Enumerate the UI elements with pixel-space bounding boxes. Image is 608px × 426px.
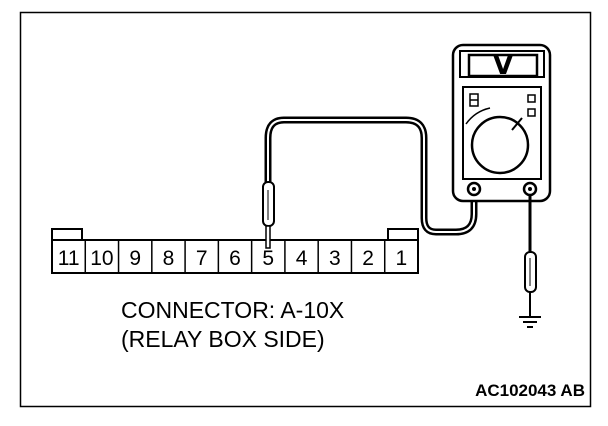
pin-number-7: 7 <box>196 247 208 270</box>
pin-number-9: 9 <box>129 247 141 270</box>
connector-body <box>51 239 419 274</box>
range-selector-pointer <box>511 117 523 131</box>
voltmeter-unit: V <box>493 51 513 81</box>
voltmeter: V <box>451 43 552 203</box>
pin-number-11: 11 <box>58 247 80 270</box>
figure-code: AC102043 AB <box>475 381 585 400</box>
test-lead-wire-highlight <box>267 119 475 233</box>
ground-lead <box>524 195 537 316</box>
pin-number-8: 8 <box>163 247 175 270</box>
pin-number-4: 4 <box>296 247 308 270</box>
range-indicator-right-top <box>527 94 536 103</box>
range-selector-dial <box>470 115 530 175</box>
voltmeter-display <box>467 53 539 78</box>
diagram-frame <box>19 11 592 408</box>
pin-number-2: 2 <box>362 247 374 270</box>
test-lead-wire <box>264 116 478 236</box>
pin-number-5: 5 <box>262 247 274 270</box>
connector-side-label: (RELAY BOX SIDE) <box>121 326 325 352</box>
test-probe-pin5 <box>262 181 275 249</box>
pin-number-3: 3 <box>329 247 341 270</box>
ground-symbol-icon <box>519 316 541 328</box>
pin-number-6: 6 <box>229 247 241 270</box>
range-indicator-right-bottom <box>527 108 536 117</box>
connector-label: CONNECTOR: A-10X <box>121 297 344 323</box>
pin-number-1: 1 <box>396 247 408 270</box>
pin-number-10: 10 <box>90 247 113 270</box>
